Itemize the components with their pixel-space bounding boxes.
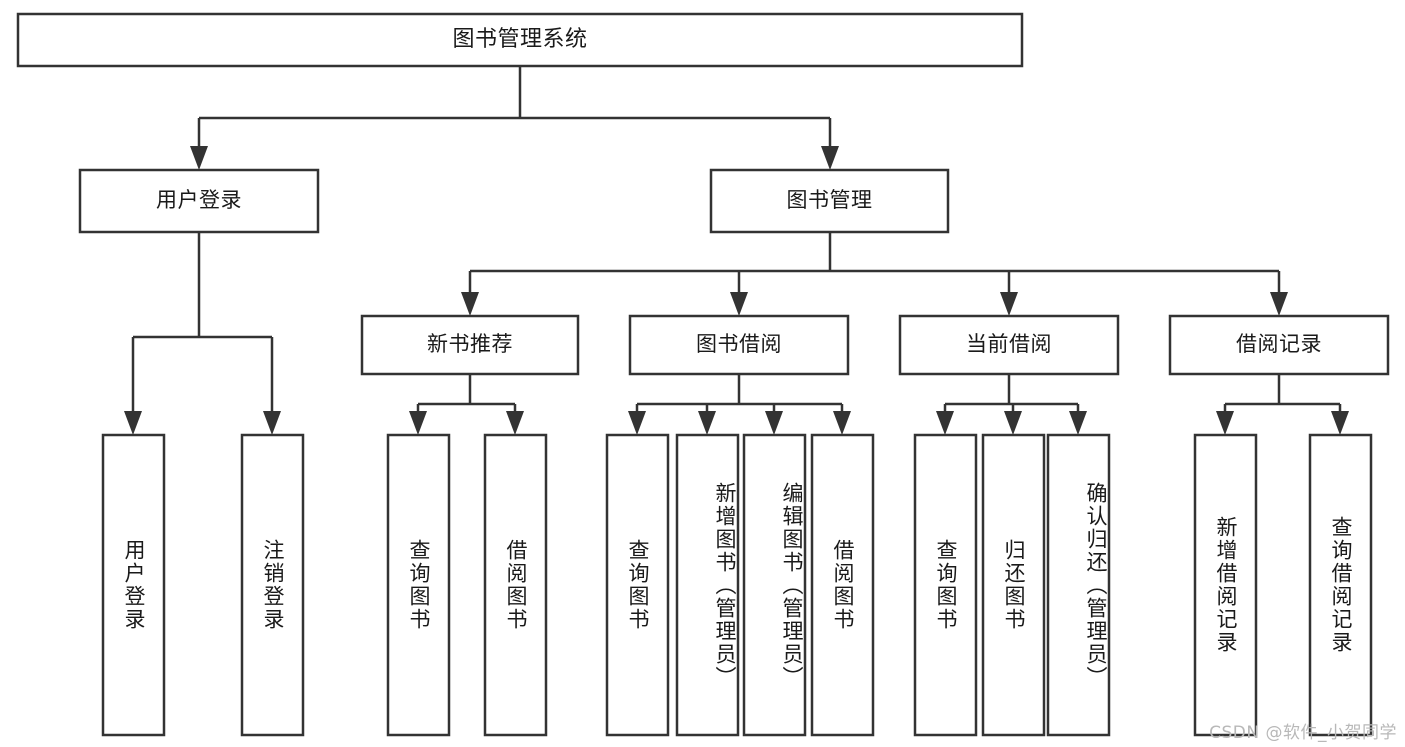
arrow-head-borrow-record (1270, 292, 1288, 316)
arrow-head-leaf-edit-book (765, 411, 783, 435)
connector-borrow-record-to-leaves (1216, 374, 1349, 435)
arrow-head-book-management (821, 146, 839, 170)
node-box-root[interactable] (16, 12, 1024, 68)
arrow-head-leaf-query-book-1 (409, 411, 427, 435)
arrow-head-user-login (190, 146, 208, 170)
arrow-head-book-borrow (730, 292, 748, 316)
node-box-book-management[interactable] (709, 168, 950, 234)
node-box-new-book-recommend[interactable] (360, 314, 580, 376)
connector-book-borrow-to-leaves (628, 374, 851, 435)
arrow-head-leaf-user-login (124, 411, 142, 435)
csdn-watermark: CSDN @软件_小贺同学 (1209, 723, 1397, 743)
node-box-leaf-logout-login[interactable] (240, 433, 305, 737)
arrow-head-leaf-borrow-book-1 (506, 411, 524, 435)
arrow-head-leaf-query-record (1331, 411, 1349, 435)
node-box-borrow-record[interactable] (1168, 314, 1390, 376)
arrow-head-new-book-recommend (461, 292, 479, 316)
arrow-head-leaf-query-book-3 (936, 411, 954, 435)
arrow-head-leaf-return-book (1004, 411, 1022, 435)
connector-user-login-to-leaves (124, 232, 281, 435)
node-box-leaf-query-book-1[interactable] (386, 433, 451, 737)
node-box-leaf-add-record[interactable] (1193, 433, 1258, 737)
node-box-leaf-borrow-book-1[interactable] (483, 433, 548, 737)
arrow-head-leaf-borrow-book-2 (833, 411, 851, 435)
node-box-current-borrow[interactable] (898, 314, 1120, 376)
arrow-head-leaf-add-book (698, 411, 716, 435)
node-box-leaf-borrow-book-2[interactable] (810, 433, 875, 737)
arrow-head-leaf-logout-login (263, 411, 281, 435)
arrow-head-current-borrow (1000, 292, 1018, 316)
connector-root-to-level2 (190, 66, 839, 170)
node-box-leaf-edit-book[interactable] (742, 433, 807, 737)
node-box-leaf-query-record[interactable] (1308, 433, 1373, 737)
node-box-leaf-query-book-2[interactable] (605, 433, 670, 737)
arrow-head-leaf-confirm-return (1069, 411, 1087, 435)
connector-current-borrow-to-leaves (936, 374, 1087, 435)
node-box-book-borrow[interactable] (628, 314, 850, 376)
node-box-user-login[interactable] (78, 168, 320, 234)
node-box-leaf-user-login[interactable] (101, 433, 166, 737)
node-box-leaf-confirm-return[interactable] (1046, 433, 1111, 737)
connector-book-management-to-level3 (461, 232, 1288, 316)
connector-new-book-recommend-to-leaves (409, 374, 524, 435)
arrow-head-leaf-add-record (1216, 411, 1234, 435)
arrow-head-leaf-query-book-2 (628, 411, 646, 435)
node-box-leaf-add-book[interactable] (675, 433, 740, 737)
node-box-leaf-query-book-3[interactable] (913, 433, 978, 737)
node-box-leaf-return-book[interactable] (981, 433, 1046, 737)
